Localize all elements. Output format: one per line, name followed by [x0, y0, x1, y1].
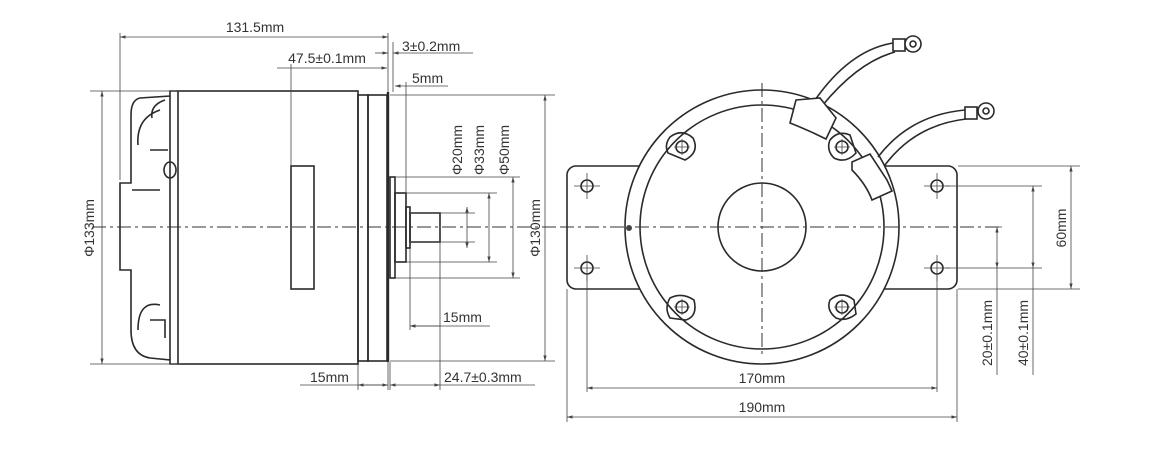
label-overall-length: 131.5mm: [226, 19, 284, 35]
label-flange-thickness: 3±0.2mm: [402, 38, 460, 54]
terminal-lug-1-icon: [904, 35, 922, 53]
terminal-lug-2-hole: [982, 107, 990, 115]
end-cap-fins: [132, 99, 168, 338]
screw-icon: [828, 294, 857, 321]
label-mount-offset: 47.5±0.1mm: [288, 50, 366, 66]
front-view: 170mm 190mm 60mm 40±0.1mm 20±0.1mm: [560, 35, 1080, 422]
label-plate-width: 190mm: [739, 399, 786, 415]
screw-icon: [665, 131, 696, 161]
label-pilot-d: Φ33mm: [471, 125, 487, 175]
housing-screws: [665, 131, 857, 321]
cable-2-crimp: [964, 106, 978, 120]
cables: [789, 35, 995, 202]
cable-sleeve-2: [851, 152, 894, 202]
cable-1-crimp: [892, 38, 906, 52]
label-hole-half: 20±0.1mm: [979, 300, 995, 366]
front-flange: [367, 94, 388, 362]
screw-icon: [827, 132, 857, 161]
terminal-lug-2-icon: [977, 102, 995, 120]
label-hole-vertical: 40±0.1mm: [1015, 300, 1031, 366]
terminal-lug-1-hole: [909, 40, 917, 48]
label-boss-d: Φ50mm: [496, 125, 512, 175]
cable-1: [814, 42, 896, 107]
label-body-d: Φ133mm: [81, 199, 97, 257]
marker-dot: [626, 225, 632, 231]
label-flange-d: Φ130mm: [527, 199, 543, 257]
label-front-ring: 15mm: [310, 369, 349, 385]
plate-hole-icon: [574, 173, 600, 199]
cable-2: [877, 109, 967, 166]
label-shaft-extension: 24.7±0.3mm: [444, 369, 522, 385]
rear-end-cap: [119, 90, 178, 365]
label-hole-span: 170mm: [739, 370, 786, 386]
label-shaft-d: Φ20mm: [449, 125, 465, 175]
front-ring: [357, 94, 369, 362]
label-pilot-length: 5mm: [412, 70, 443, 86]
cable-sleeve-1: [789, 97, 837, 141]
nameplate-window: [290, 165, 315, 290]
label-shaft-length: 15mm: [443, 309, 482, 325]
label-plate-height: 60mm: [1053, 209, 1069, 248]
extension-lines: [90, 33, 555, 390]
side-view: 131.5mm 47.5±0.1mm 3±0.2mm 5mm Φ20mm Φ33…: [81, 19, 560, 390]
end-cap-vent: [163, 161, 177, 179]
screw-icon: [666, 294, 696, 321]
